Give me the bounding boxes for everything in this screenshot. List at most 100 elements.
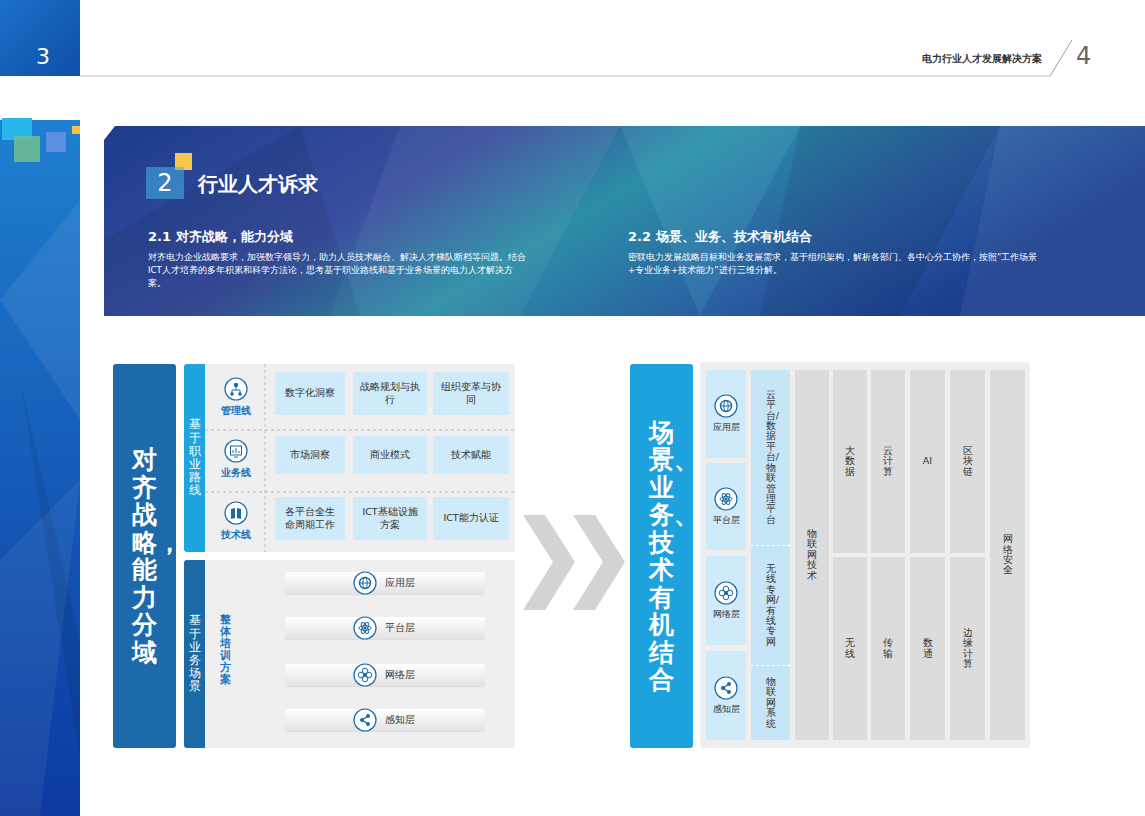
node-text: 商业模式 — [370, 449, 410, 461]
layer-cell: 应用层 — [706, 370, 746, 458]
layer-bar: 应用层 — [285, 572, 485, 594]
tech-column: 物联网技术 — [795, 370, 829, 740]
node-text: 整体培训方案 — [220, 614, 231, 687]
icon — [353, 708, 377, 732]
banner-facet — [760, 126, 1000, 316]
section-panel: 基于职业路线管理线数字化洞察战略规划与执行组织变革与协同业务线市场洞察商业模式技… — [184, 364, 515, 552]
node-text: ICT能力认证 — [443, 512, 498, 524]
icon — [714, 581, 738, 605]
node-text: 各平台全生命周期工作 — [281, 506, 339, 531]
node-text: 市场洞察 — [290, 449, 330, 461]
icon — [714, 394, 738, 418]
subsection-body: 密联电力发展战略目标和业务发展需求，基于组织架构，解析各部门、各中心分工协作，按… — [628, 251, 1038, 277]
icon — [224, 377, 248, 401]
banner-facet — [104, 126, 360, 316]
topic-box: ICT能力认证 — [433, 497, 509, 540]
icon — [353, 616, 377, 640]
icon — [353, 663, 377, 687]
grid-panel — [700, 362, 1030, 748]
layer-bar: 网络层 — [285, 664, 485, 686]
banner — [104, 126, 1145, 316]
node-text: 传输 — [883, 638, 893, 659]
header-slash — [1050, 40, 1072, 76]
topic-box: 商业模式 — [353, 436, 427, 474]
chevron — [523, 515, 575, 610]
node-text: 区块链 — [963, 446, 973, 477]
deco-square — [46, 132, 66, 152]
topic-box: 数字化洞察 — [275, 372, 345, 415]
section-number: 2 — [146, 167, 184, 199]
subsection-heading: 2.1 对齐战略，能力分域 — [148, 228, 293, 246]
strip-facet — [0, 200, 80, 420]
node-text: 云计算 — [883, 446, 893, 477]
node-text: 应用层 — [285, 572, 485, 594]
strip-facet — [20, 380, 80, 760]
node-text: 网络层 — [713, 608, 740, 621]
tech-cell: 传输 — [871, 557, 905, 740]
node-text: 技术线 — [221, 528, 251, 542]
node-text: 基于业务场景 — [189, 614, 201, 693]
layer-cell: 平台层 — [706, 463, 746, 550]
node-text: 网络安全 — [1003, 534, 1013, 576]
node-text: 组织变革与协同 — [439, 381, 503, 406]
icon — [714, 676, 738, 700]
system-cell: 云平台/数据平台/物联管理平台 — [751, 370, 790, 545]
topic-box: 组织变革与协同 — [433, 372, 509, 415]
icon — [353, 571, 377, 595]
track-label: 管理线 — [213, 372, 259, 422]
node-text: 无线 — [845, 638, 855, 659]
layer-bar: 平台层 — [285, 617, 485, 639]
layer-cell: 网络层 — [706, 556, 746, 645]
deco-square — [14, 136, 40, 162]
icon — [224, 439, 248, 463]
node-text: 边缘计算 — [963, 628, 973, 670]
node-text: AI — [923, 456, 933, 466]
section-band: 基于业务场景 — [184, 560, 205, 748]
node-text: 对齐战略，能力分域 — [132, 446, 157, 666]
node-text: 基于职业路线 — [189, 418, 201, 497]
tech-cell: 云计算 — [871, 370, 905, 553]
node-text: 网络层 — [285, 664, 485, 686]
deco-square — [72, 126, 80, 134]
node-text: 物联网系统 — [766, 677, 776, 729]
node-text: 感知层 — [285, 709, 485, 731]
security-column: 网络安全 — [990, 370, 1025, 740]
tech-cell: 边缘计算 — [950, 557, 985, 740]
topic-box: 市场洞察 — [275, 436, 345, 474]
layer-bar: 感知层 — [285, 709, 485, 731]
node-text: 数字化洞察 — [285, 387, 335, 399]
node-text: 战略规划与执行 — [359, 381, 421, 406]
node-text: 应用层 — [713, 421, 740, 434]
track-label: 业务线 — [213, 434, 259, 484]
chevron — [573, 515, 625, 610]
section-title: 行业人才诉求 — [198, 171, 318, 198]
node-text: ICT基础设施方案 — [359, 506, 421, 531]
tech-cell: 无线 — [833, 557, 867, 740]
topic-box: 技术赋能 — [433, 436, 509, 474]
node-text: 无线专网/有线专网 — [766, 564, 776, 648]
node-text: 场景、业务、技术有机结合 — [649, 419, 674, 694]
system-cell: 无线专网/有线专网 — [751, 545, 790, 665]
page-number-bar — [0, 0, 80, 76]
header-rule — [80, 76, 1050, 77]
heading-bar: 对齐战略，能力分域 — [113, 364, 176, 748]
node-text: 大数据 — [845, 446, 855, 477]
page-number: 4 — [1076, 42, 1091, 70]
tech-cell: 大数据 — [833, 370, 867, 553]
layer-cell: 感知层 — [706, 651, 746, 740]
node-text: 管理线 — [221, 404, 251, 418]
tech-cell: 数通 — [910, 557, 945, 740]
subsection-heading: 2.2 场景、业务、技术有机结合 — [628, 228, 812, 246]
node-text: 云平台/数据平台/物联管理平台 — [766, 390, 776, 526]
node-text: 技术赋能 — [451, 449, 491, 461]
banner-facet — [960, 126, 1145, 316]
side-strip — [0, 120, 80, 816]
tech-cell: AI — [910, 370, 945, 553]
section-panel: 基于业务场景 整体培训方案 应用层平台层网络层感知层 — [184, 560, 515, 748]
node-text: 业务线 — [221, 466, 251, 480]
node-text: 数通 — [923, 638, 933, 659]
topic-box: 各平台全生命周期工作 — [275, 497, 345, 540]
node-text: 平台层 — [713, 514, 740, 527]
tech-cell: 区块链 — [950, 370, 985, 553]
subsection-body: 对齐电力企业战略要求，加强数字领导力，助力人员技术融合、解决人才梯队断档等问题。… — [148, 251, 526, 289]
